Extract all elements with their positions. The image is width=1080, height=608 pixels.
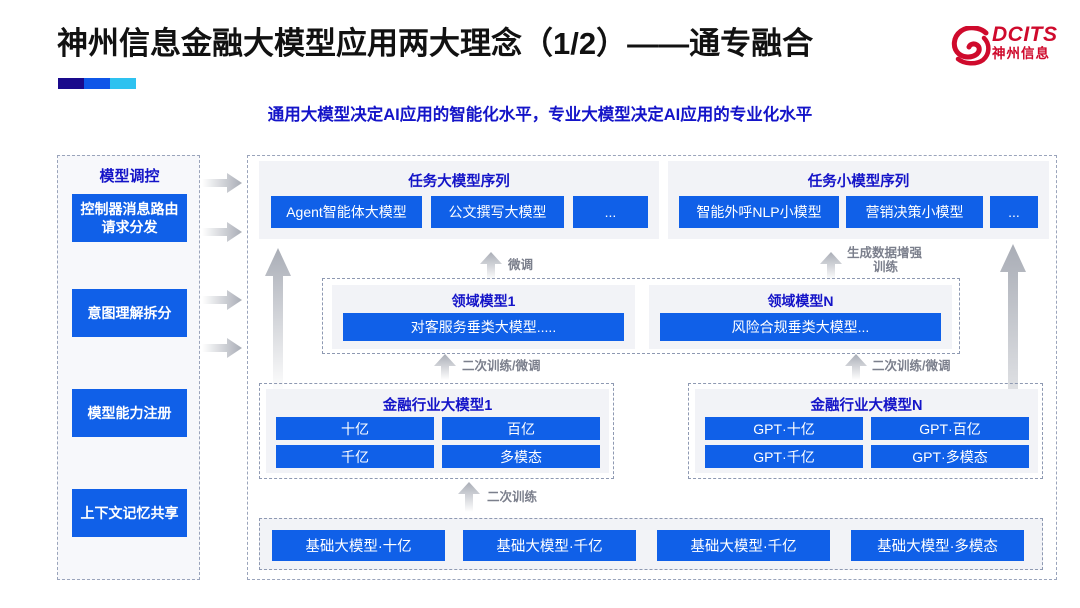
arrow-up-retrain-center: [458, 482, 480, 512]
chip-indn-gpt-trillion[interactable]: GPT·千亿: [705, 445, 863, 468]
label-retrain-finetune-right: 二次训练/微调: [872, 359, 951, 373]
logo-name-en: DCITS: [992, 23, 1058, 46]
arrow-up-tall-right: [1000, 244, 1026, 480]
foundation-model-panel: 基础大模型·十亿 基础大模型·千亿 基础大模型·千亿 基础大模型·多模态: [259, 518, 1043, 570]
chip-foundation-multimodal[interactable]: 基础大模型·多模态: [851, 530, 1024, 561]
label-retrain-center: 二次训练: [487, 490, 538, 504]
domain-model-n-title: 领域模型N: [767, 293, 834, 309]
architecture-diagram: 模型调控 控制器消息路由请求分发 意图理解拆分 模型能力注册 上下文记忆共享 任…: [0, 140, 1080, 608]
chip-agent-model[interactable]: Agent智能体大模型: [271, 196, 422, 228]
chip-foundation-billion[interactable]: 基础大模型·十亿: [272, 530, 445, 561]
domain-model-panel: 领域模型1 对客服务垂类大模型..... 领域模型N 风险合规垂类大模型...: [322, 278, 960, 354]
industry-model-1-title: 金融行业大模型1: [382, 398, 493, 414]
chip-indn-gpt-billion[interactable]: GPT·十亿: [705, 417, 863, 440]
connector-arrow-right-2: [202, 222, 242, 242]
model-control-panel: 模型调控 控制器消息路由请求分发 意图理解拆分 模型能力注册 上下文记忆共享: [57, 155, 200, 580]
sidebar-item-context-memory[interactable]: 上下文记忆共享: [72, 489, 187, 537]
connector-arrow-right-4: [202, 338, 242, 358]
accent-segment-1: [58, 78, 84, 89]
chip-ind1-trillion[interactable]: 千亿: [276, 445, 434, 468]
industry-model-n-title: 金融行业大模型N: [810, 398, 923, 414]
sidebar-item-capability-registry[interactable]: 模型能力注册: [72, 389, 187, 437]
arrow-up-retrain-finetune-left: [434, 354, 456, 380]
chip-more-large-models[interactable]: ...: [573, 196, 648, 228]
domain-model-1-card: 领域模型1 对客服务垂类大模型.....: [332, 285, 635, 349]
task-large-model-title: 任务大模型序列: [408, 174, 510, 190]
arrow-up-data-augmentation: [820, 252, 842, 280]
domain-model-1-title: 领域模型1: [451, 293, 516, 309]
industry-model-1-inner: 金融行业大模型1 十亿 百亿 千亿 多模态: [266, 389, 609, 473]
model-stack-panel: [247, 155, 1057, 580]
arrow-up-tall-left: [265, 248, 291, 393]
accent-segment-2: [84, 78, 110, 89]
chip-more-small-models[interactable]: ...: [990, 196, 1038, 228]
page-title: 神州信息金融大模型应用两大理念（1/2）——通专融合: [57, 26, 814, 61]
chip-outbound-nlp-model[interactable]: 智能外呼NLP小模型: [679, 196, 839, 228]
task-large-model-sequence: 任务大模型序列 Agent智能体大模型 公文撰写大模型 ...: [259, 161, 659, 239]
chip-foundation-trillion-2[interactable]: 基础大模型·千亿: [657, 530, 830, 561]
industry-model-n-panel: 金融行业大模型N GPT·十亿 GPT·百亿 GPT·千亿 GPT·多模态: [688, 383, 1043, 479]
chip-foundation-trillion-1[interactable]: 基础大模型·千亿: [463, 530, 636, 561]
brand-logo: DCITS 神州信息: [950, 22, 1074, 74]
chip-ind1-billion[interactable]: 十亿: [276, 417, 434, 440]
chip-ind1-ten-billion[interactable]: 百亿: [442, 417, 600, 440]
industry-model-n-inner: 金融行业大模型N GPT·十亿 GPT·百亿 GPT·千亿 GPT·多模态: [695, 389, 1038, 473]
accent-segment-3: [110, 78, 136, 89]
chip-indn-gpt-multimodal[interactable]: GPT·多模态: [871, 445, 1029, 468]
page-subtitle: 通用大模型决定AI应用的智能化水平，专业大模型决定AI应用的专业化水平: [267, 106, 813, 124]
label-fine-tune: 微调: [508, 258, 534, 272]
label-data-augmentation-line2: 训练: [873, 260, 899, 274]
chip-ind1-multimodal[interactable]: 多模态: [442, 445, 600, 468]
arrow-up-retrain-finetune-right: [845, 354, 867, 380]
accent-bar: [58, 78, 136, 89]
task-small-model-title: 任务小模型序列: [807, 174, 910, 190]
sidebar-item-intent-parsing[interactable]: 意图理解拆分: [72, 289, 187, 337]
connector-arrow-right-1: [202, 173, 242, 193]
sidebar-item-controller-routing[interactable]: 控制器消息路由请求分发: [72, 194, 187, 242]
sidebar-title: 模型调控: [99, 168, 160, 185]
arrow-up-fine-tune: [480, 252, 502, 280]
chip-doc-writing-model[interactable]: 公文撰写大模型: [431, 196, 564, 228]
chip-customer-service-vertical-model[interactable]: 对客服务垂类大模型.....: [343, 313, 624, 341]
label-data-augmentation-line1: 生成数据增强: [847, 246, 923, 260]
domain-model-n-card: 领域模型N 风险合规垂类大模型...: [649, 285, 952, 349]
task-small-model-sequence: 任务小模型序列 智能外呼NLP小模型 营销决策小模型 ...: [668, 161, 1049, 239]
slide-header: 神州信息金融大模型应用两大理念（1/2）——通专融合 通用大模型决定AI应用的智…: [0, 0, 1080, 140]
dcits-swirl-icon: [950, 25, 992, 66]
logo-text: DCITS 神州信息: [992, 24, 1074, 62]
logo-name-cn: 神州信息: [992, 46, 1050, 61]
label-retrain-finetune-left: 二次训练/微调: [462, 359, 541, 373]
chip-marketing-decision-model[interactable]: 营销决策小模型: [846, 196, 983, 228]
chip-risk-compliance-vertical-model[interactable]: 风险合规垂类大模型...: [660, 313, 941, 341]
connector-arrow-right-3: [202, 290, 242, 310]
industry-model-1-panel: 金融行业大模型1 十亿 百亿 千亿 多模态: [259, 383, 614, 479]
chip-indn-gpt-ten-billion[interactable]: GPT·百亿: [871, 417, 1029, 440]
